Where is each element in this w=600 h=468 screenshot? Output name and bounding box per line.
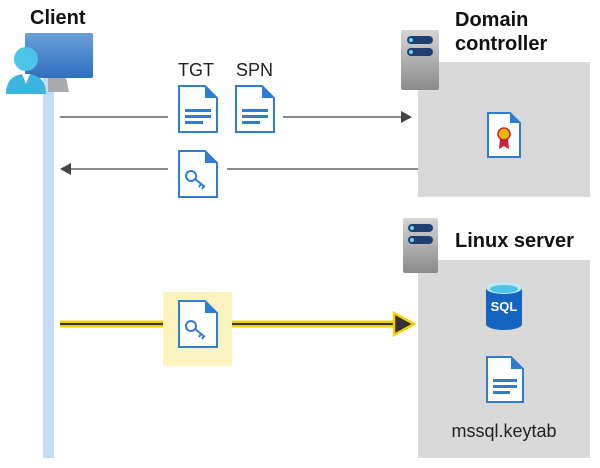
forwarded-ticket-key-icon — [178, 300, 218, 348]
service-ticket-key-icon — [178, 150, 218, 198]
tgt-document-icon — [178, 85, 218, 133]
sql-database-icon: SQL — [486, 282, 522, 330]
keytab-label: mssql.keytab — [451, 421, 557, 441]
spn-document-icon — [235, 85, 275, 133]
linux-server-label: Linux server — [455, 230, 574, 252]
dc-label-line1: Domain — [455, 9, 529, 31]
certificate-icon — [487, 112, 521, 158]
dc-label-line2: controller — [455, 33, 548, 55]
client-label: Client — [30, 7, 86, 29]
client-computer-user-icon — [6, 33, 93, 94]
tgt-label: TGT — [178, 60, 214, 80]
sql-label: SQL — [490, 299, 518, 314]
response-arrowhead — [60, 163, 71, 175]
keytab-document-icon — [486, 356, 524, 403]
spn-label: SPN — [236, 60, 274, 80]
service-arrowhead — [392, 310, 417, 338]
dc-server-icon — [401, 30, 439, 90]
linux-server-icon — [403, 218, 438, 273]
client-lifeline — [43, 78, 54, 458]
request-arrowhead — [401, 111, 412, 123]
